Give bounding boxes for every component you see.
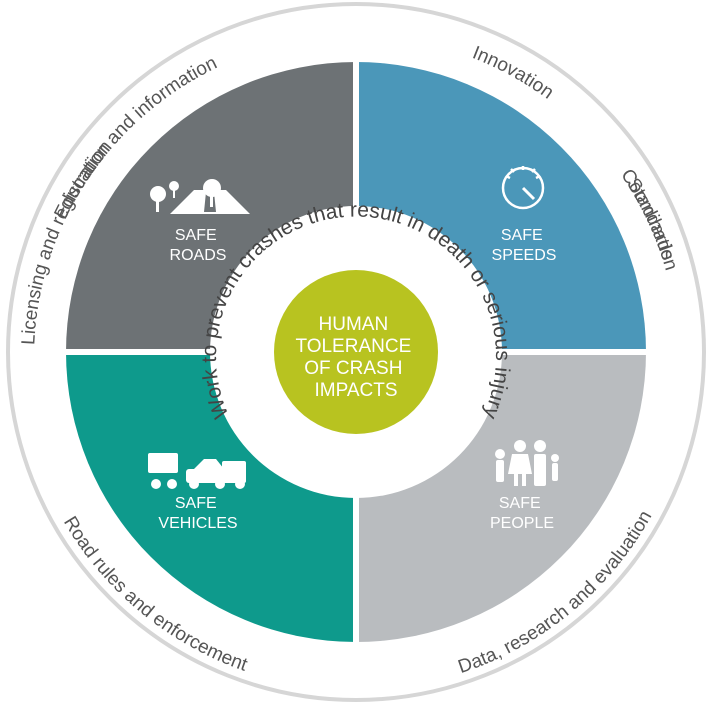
road-icon (150, 179, 250, 214)
svg-text:SAFE ROADS: SAFE ROADS (170, 227, 227, 264)
safe-speeds-line1: SAFE (501, 227, 543, 244)
safe-people-line1: SAFE (499, 495, 541, 512)
safe-vehicles-line2: VEHICLES (158, 515, 237, 532)
safe-roads-line2: ROADS (170, 247, 227, 264)
safe-speeds-line2: SPEEDS (492, 247, 557, 264)
svg-text:SAFE VEHICLES: SAFE VEHICLES (158, 495, 237, 532)
center-line4: IMPACTS (314, 380, 397, 401)
vehicles-icon (148, 453, 246, 489)
center-circle (274, 270, 438, 434)
safe-roads-line1: SAFE (175, 227, 217, 244)
svg-text:SAFE PEOPLE: SAFE PEOPLE (490, 495, 554, 532)
family-icon (495, 440, 559, 486)
speedometer-icon (501, 166, 545, 210)
center-line2: TOLERANCE (295, 336, 411, 357)
svg-text:SAFE SPEEDS: SAFE SPEEDS (492, 227, 557, 264)
safe-vehicles-line1: SAFE (175, 495, 217, 512)
center-line1: HUMAN (319, 314, 389, 335)
svg-text:HUMAN TOLERANCE OF CRA: HUMAN TOLERANCE OF CRASH IMPACTS (295, 314, 416, 401)
center-line3: OF CRASH (304, 358, 402, 379)
safe-people-line2: PEOPLE (490, 515, 554, 532)
